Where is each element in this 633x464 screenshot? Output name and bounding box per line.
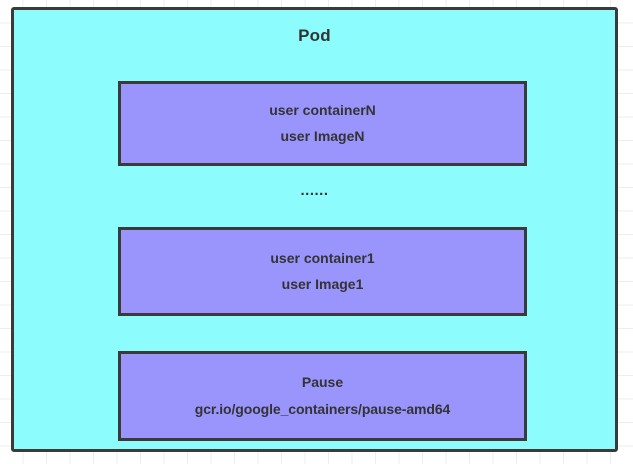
container-name-label: Pause: [301, 374, 344, 391]
container-name-label: user containerN: [269, 101, 376, 118]
container-box-user-container-n: user containerN user ImageN: [118, 81, 527, 166]
container-name-label: user container1: [270, 249, 375, 266]
pod-container: Pod user containerN user ImageN ...... u…: [11, 7, 618, 452]
container-image-label: gcr.io/google_containers/pause-amd64: [194, 400, 451, 417]
container-image-label: user ImageN: [280, 128, 365, 144]
pod-title: Pod: [298, 26, 331, 45]
container-box-pause: Pause gcr.io/google_containers/pause-amd…: [118, 351, 527, 441]
ellipsis-separator: ......: [300, 182, 329, 199]
container-image-label: user Image1: [281, 276, 364, 292]
container-box-user-container-1: user container1 user Image1: [118, 227, 527, 316]
